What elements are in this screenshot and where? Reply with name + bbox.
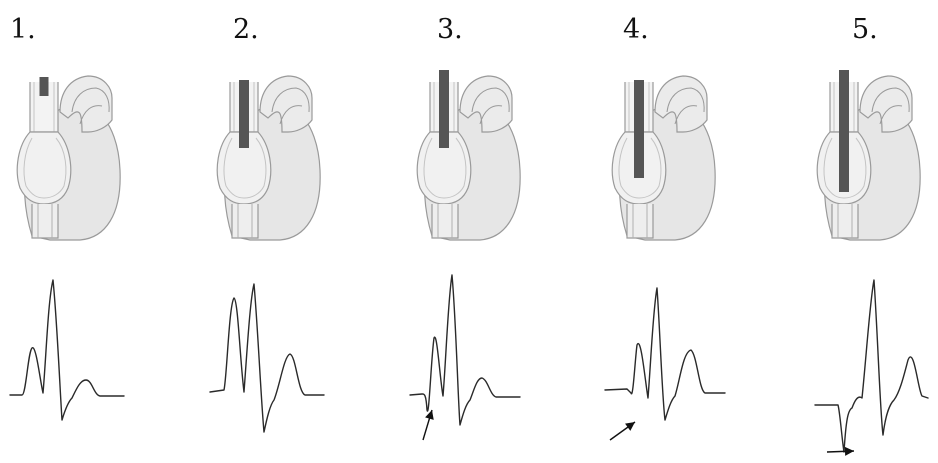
- heart-icon: [817, 76, 920, 240]
- arrow-icon: [610, 422, 635, 440]
- catheter-icon: [634, 80, 644, 178]
- ecg-trace: [410, 275, 520, 425]
- ecg-trace: [605, 288, 725, 420]
- step-illustration: [10, 0, 180, 463]
- step-panel: 3.: [410, 0, 580, 463]
- catheter-icon: [40, 77, 49, 96]
- step-panel: 1.: [10, 0, 180, 463]
- step-illustration: [210, 0, 380, 463]
- step-panel: 4.: [605, 0, 775, 463]
- catheter-icon: [439, 70, 449, 148]
- step-illustration: [410, 0, 580, 463]
- catheter-icon: [839, 70, 849, 192]
- ecg-trace: [210, 284, 324, 432]
- arrow-icon: [423, 410, 434, 440]
- step-panel: 5.: [810, 0, 938, 463]
- catheter-icon: [239, 80, 249, 148]
- ecg-trace: [815, 280, 928, 452]
- heart-icon: [217, 76, 320, 240]
- step-illustration: [810, 0, 938, 463]
- heart-icon: [17, 76, 120, 240]
- heart-icon: [612, 76, 715, 240]
- arrow-icon: [827, 447, 854, 456]
- ecg-trace: [10, 280, 124, 420]
- step-panel: 2.: [210, 0, 380, 463]
- heart-icon: [417, 76, 520, 240]
- step-illustration: [605, 0, 775, 463]
